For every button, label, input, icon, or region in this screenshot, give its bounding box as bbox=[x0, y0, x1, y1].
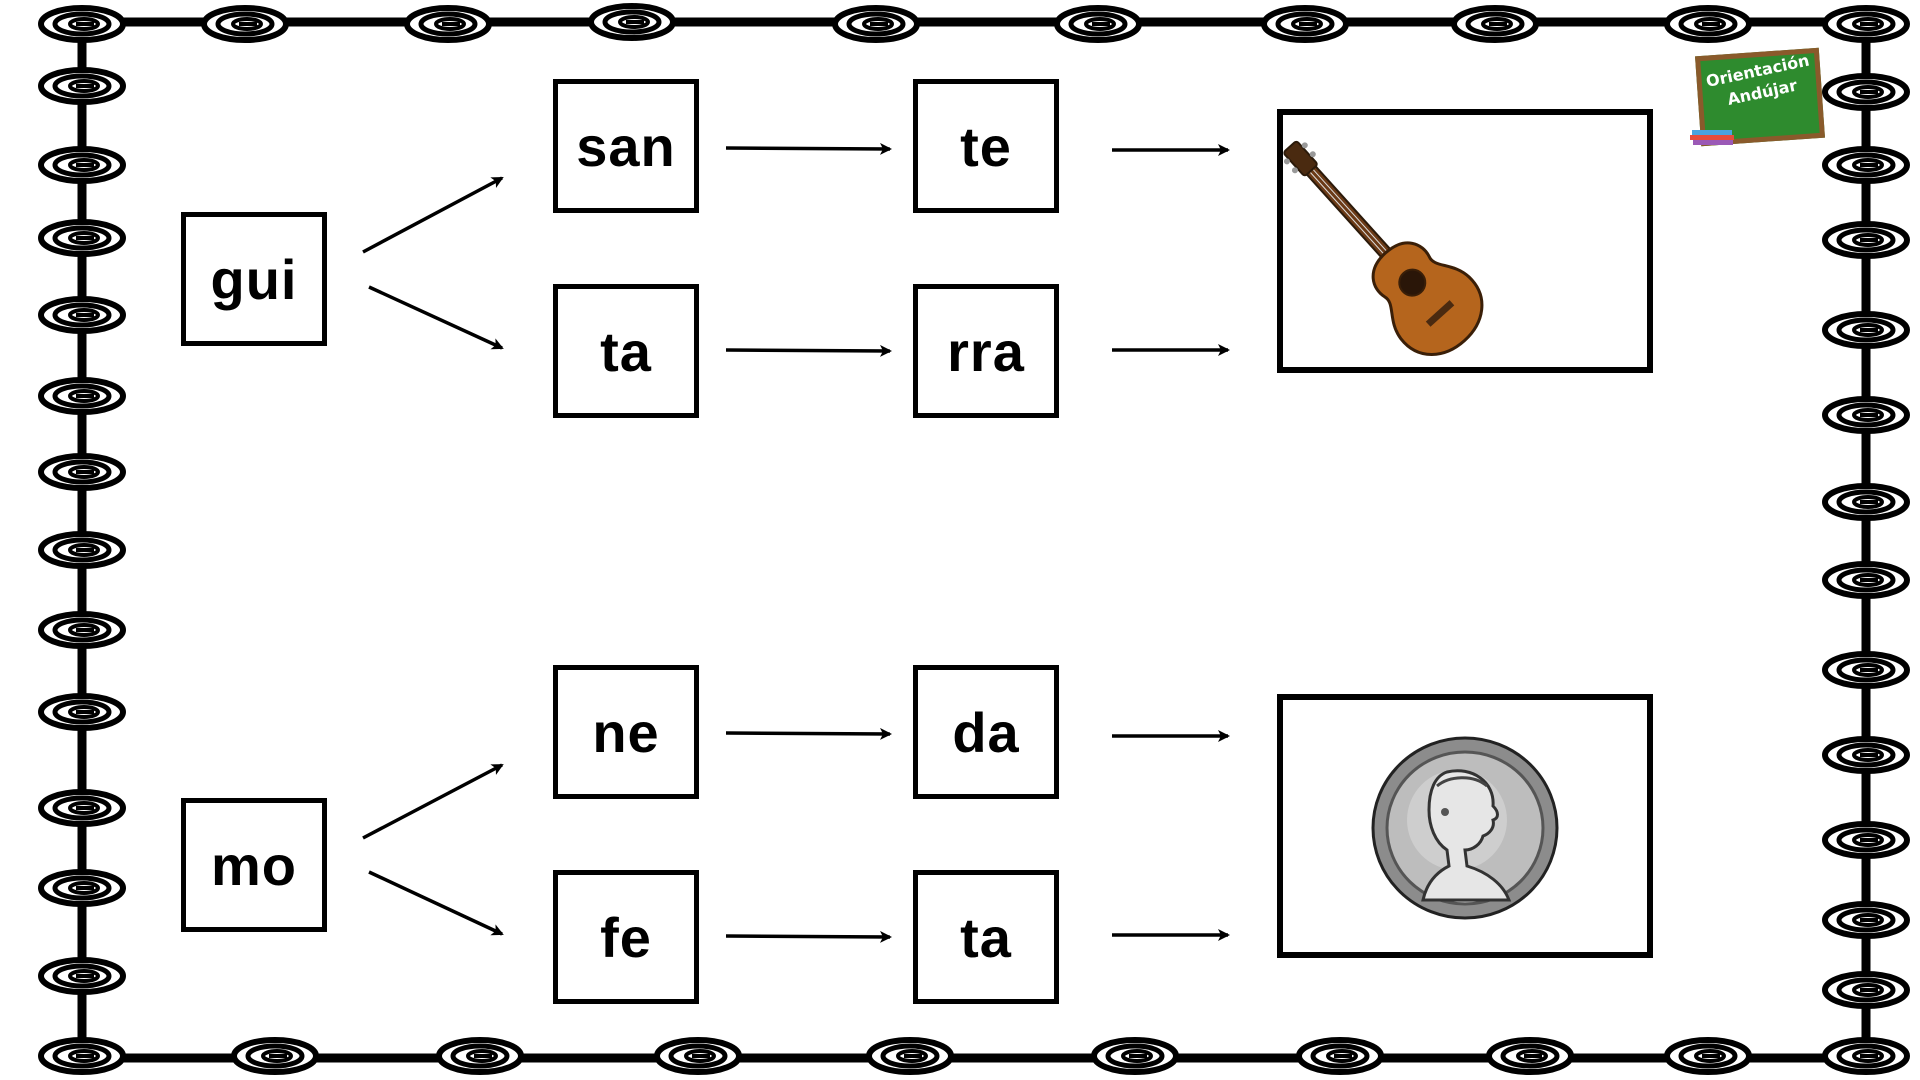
start-syllable-gui[interactable]: gui bbox=[181, 212, 327, 346]
syllable-box-ta-2[interactable]: ta bbox=[913, 870, 1059, 1004]
syllable-box-san[interactable]: san bbox=[553, 79, 699, 213]
picture-box-guitar[interactable] bbox=[1277, 109, 1653, 373]
books-icon bbox=[1690, 130, 1734, 145]
syllable-box-te[interactable]: te bbox=[913, 79, 1059, 213]
syllable-box-ne[interactable]: ne bbox=[553, 665, 699, 799]
orientacion-andujar-logo: Orientación Andújar bbox=[1690, 47, 1825, 148]
coin-icon bbox=[1371, 736, 1559, 920]
start-syllable-mo[interactable]: mo bbox=[181, 798, 327, 932]
guitar-icon bbox=[1283, 140, 1484, 356]
syllable-box-rra[interactable]: rra bbox=[913, 284, 1059, 418]
syllable-box-da[interactable]: da bbox=[913, 665, 1059, 799]
picture-box-coin[interactable] bbox=[1277, 694, 1653, 958]
arrows-group-1 bbox=[362, 142, 1230, 357]
arrows-group-2 bbox=[362, 727, 1230, 943]
syllable-box-ta[interactable]: ta bbox=[553, 284, 699, 418]
syllable-box-fe[interactable]: fe bbox=[553, 870, 699, 1004]
